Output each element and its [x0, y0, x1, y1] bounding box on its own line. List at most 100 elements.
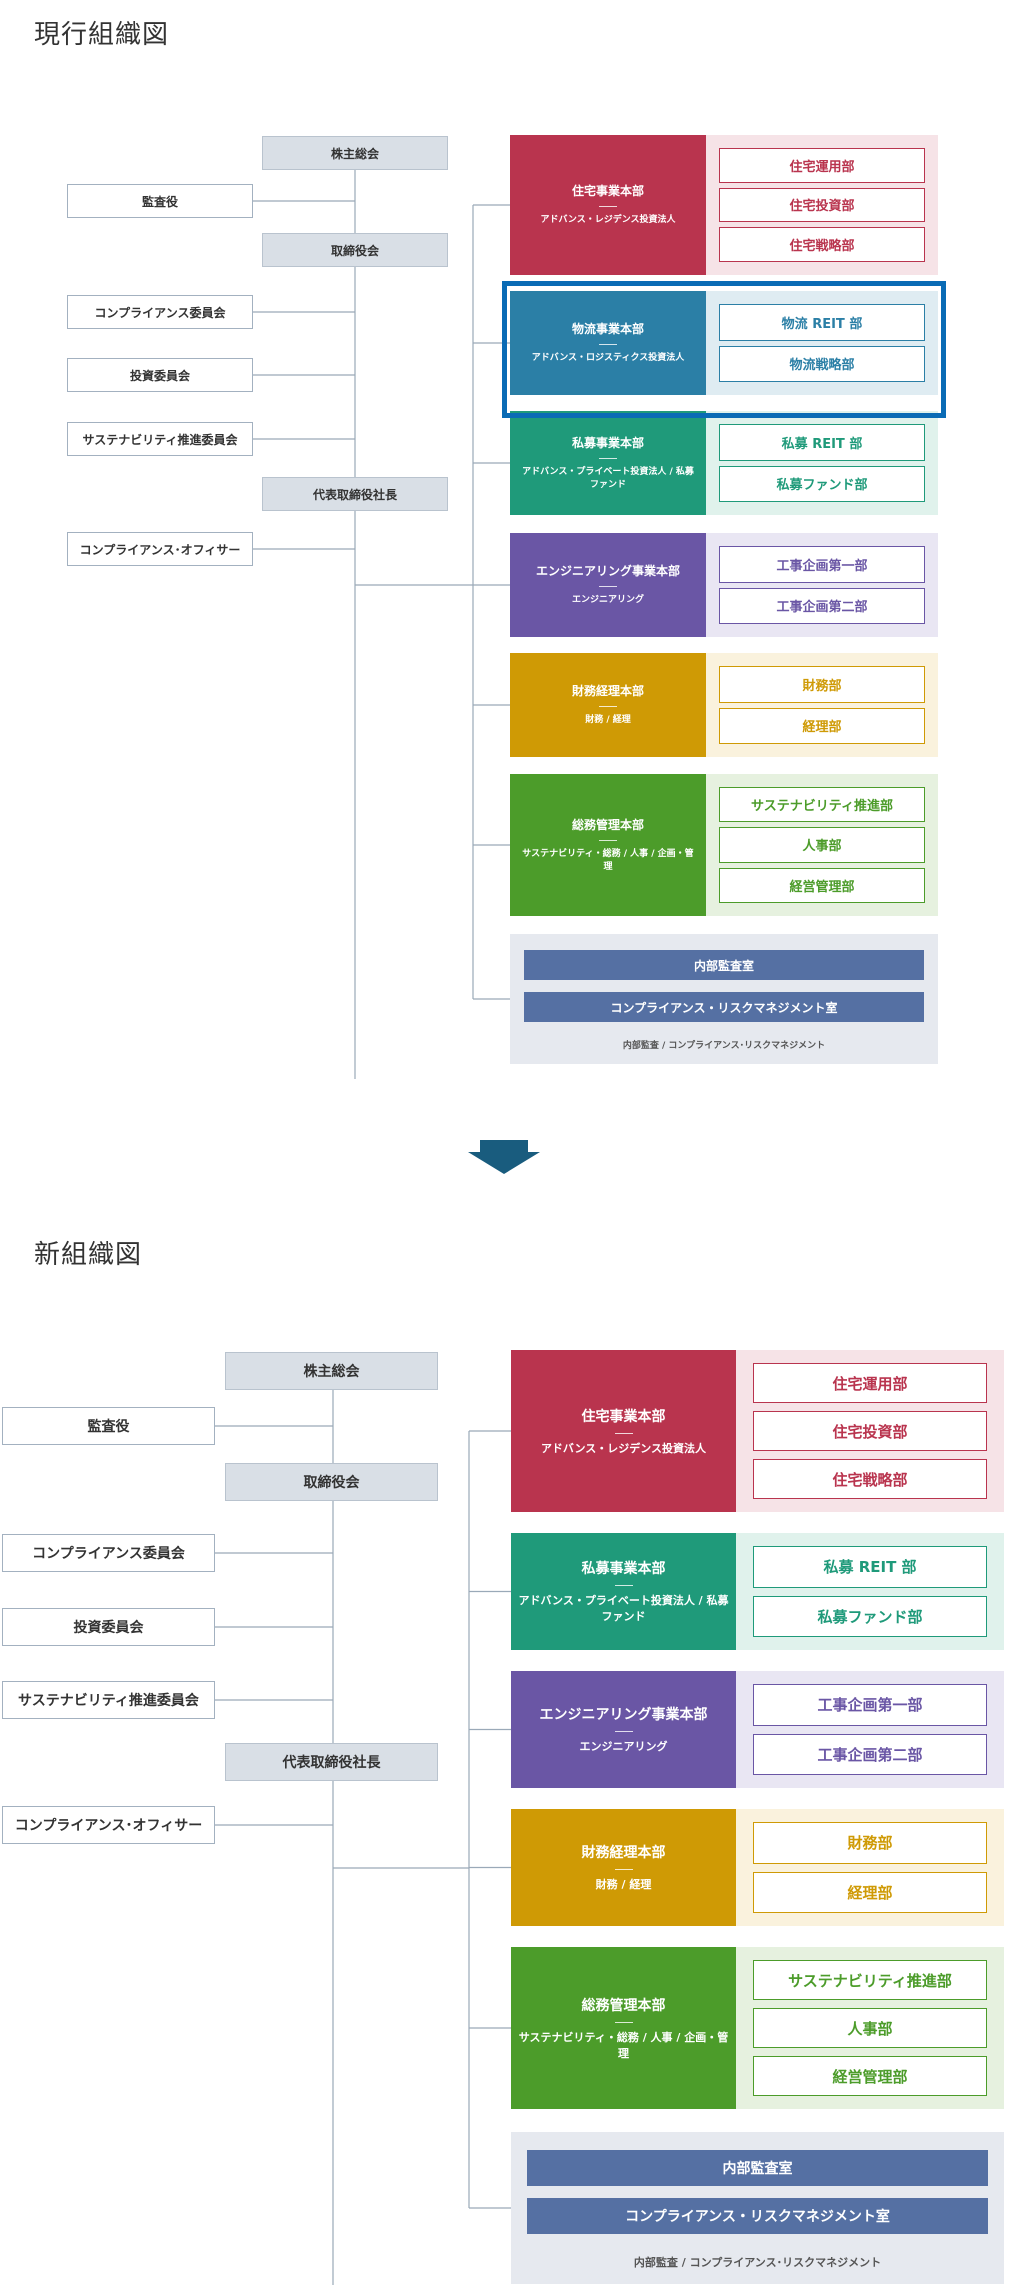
division-header: 総務管理本部サステナビリティ・総務 / 人事 / 企画・管理 — [510, 774, 706, 916]
division-block: エンジニアリング事業本部エンジニアリング工事企画第一部工事企画第二部 — [511, 1671, 1004, 1788]
division-block: 総務管理本部サステナビリティ・総務 / 人事 / 企画・管理サステナビリティ推進… — [510, 774, 938, 916]
current-chart-title: 現行組織図 — [34, 20, 170, 50]
department-box: 私募ファンド部 — [719, 465, 925, 502]
department-box: 工事企画第二部 — [719, 587, 925, 624]
division-subtitle: 財務 / 経理 — [585, 715, 631, 726]
division-separator — [614, 1585, 633, 1587]
division-block: 私募事業本部アドバンス・プライベート投資法人 / 私募ファンド私募 REIT 部… — [510, 411, 938, 515]
division-header: 財務経理本部財務 / 経理 — [510, 653, 706, 757]
division-dept-panel: サステナビリティ推進部人事部経営管理部 — [706, 774, 938, 916]
department-box: 住宅投資部 — [753, 1411, 987, 1451]
audit-block: 内部監査室コンプライアンス・リスクマネジメント室内部監査 / コンプライアンス･… — [510, 934, 938, 1064]
president-box: 代表取締役社長 — [262, 477, 448, 511]
division-subtitle: アドバンス・レジデンス投資法人 — [540, 1441, 707, 1455]
department-box: 財務部 — [753, 1822, 987, 1864]
division-dept-panel: 物流 REIT 部物流戦略部 — [706, 291, 938, 395]
compliance-risk-office: コンプライアンス・リスクマネジメント室 — [524, 992, 924, 1022]
audit-note: 内部監査 / コンプライアンス･リスクマネジメント — [622, 1041, 826, 1051]
compliance-committee-box: コンプライアンス委員会 — [2, 1534, 215, 1572]
division-subtitle: サステナビリティ・総務 / 人事 / 企画・管理 — [518, 2030, 729, 2060]
division-separator — [614, 2021, 633, 2023]
department-box: 住宅戦略部 — [719, 227, 925, 262]
division-name: エンジニアリング事業本部 — [535, 564, 680, 579]
division-name: 住宅事業本部 — [571, 184, 644, 199]
division-separator — [599, 586, 617, 588]
audit-block: 内部監査室コンプライアンス・リスクマネジメント室内部監査 / コンプライアンス･… — [511, 2132, 1004, 2284]
department-box: 工事企画第二部 — [753, 1733, 987, 1775]
division-subtitle: サステナビリティ・総務 / 人事 / 企画・管理 — [522, 848, 694, 872]
division-name: 財務経理本部 — [571, 684, 644, 699]
division-header: 財務経理本部財務 / 経理 — [511, 1809, 736, 1926]
department-box: 住宅運用部 — [753, 1363, 987, 1403]
division-name: 財務経理本部 — [581, 1845, 666, 1862]
department-box: 私募 REIT 部 — [719, 424, 925, 461]
division-separator — [614, 1731, 633, 1733]
department-box: 人事部 — [753, 2008, 987, 2048]
internal-audit-office: 内部監査室 — [527, 2150, 988, 2186]
division-dept-panel: 財務部経理部 — [736, 1809, 1004, 1926]
department-box: 住宅投資部 — [719, 187, 925, 223]
division-separator — [614, 1432, 633, 1434]
division-block: 財務経理本部財務 / 経理財務部経理部 — [511, 1809, 1004, 1926]
division-subtitle: アドバンス・プライベート投資法人 / 私募ファンド — [522, 466, 694, 490]
division-separator — [599, 206, 617, 208]
division-block: 私募事業本部アドバンス・プライベート投資法人 / 私募ファンド私募 REIT 部… — [511, 1533, 1004, 1650]
auditor-box: 監査役 — [67, 184, 253, 218]
division-dept-panel: 住宅運用部住宅投資部住宅戦略部 — [706, 135, 938, 275]
department-box: 住宅運用部 — [719, 148, 925, 183]
new-org-chart: 株主総会取締役会代表取締役社長監査役コンプライアンス委員会投資委員会サステナビリ… — [0, 1300, 1009, 2285]
department-box: 人事部 — [719, 827, 925, 863]
division-block: 総務管理本部サステナビリティ・総務 / 人事 / 企画・管理サステナビリティ推進… — [511, 1947, 1004, 2109]
division-header: エンジニアリング事業本部エンジニアリング — [511, 1671, 736, 1788]
department-box: 経理部 — [753, 1871, 987, 1913]
division-dept-panel: 財務部経理部 — [706, 653, 938, 757]
department-box: 住宅戦略部 — [753, 1459, 987, 1499]
department-box: 工事企画第一部 — [719, 546, 925, 583]
division-name: 私募事業本部 — [571, 435, 644, 450]
division-block: エンジニアリング事業本部エンジニアリング工事企画第一部工事企画第二部 — [510, 533, 938, 637]
current-org-chart: 株主総会取締役会代表取締役社長 監査役コンプライアンス委員会投資委員会サステナビリ… — [0, 0, 1009, 1080]
division-subtitle: エンジニアリング — [571, 595, 644, 606]
department-box: 経営管理部 — [753, 2056, 987, 2096]
division-header: 総務管理本部サステナビリティ・総務 / 人事 / 企画・管理 — [511, 1947, 736, 2109]
auditor-box: 監査役 — [2, 1407, 215, 1445]
shareholders-box: 株主総会 — [262, 136, 448, 170]
division-dept-panel: 工事企画第一部工事企画第二部 — [736, 1671, 1004, 1788]
division-name: 物流事業本部 — [571, 322, 644, 337]
division-header: 私募事業本部アドバンス・プライベート投資法人 / 私募ファンド — [511, 1533, 736, 1650]
compliance-risk-office: コンプライアンス・リスクマネジメント室 — [527, 2198, 988, 2234]
division-subtitle: 財務 / 経理 — [595, 1878, 652, 1892]
division-block: 住宅事業本部アドバンス・レジデンス投資法人住宅運用部住宅投資部住宅戦略部 — [511, 1350, 1004, 1512]
division-dept-panel: 私募 REIT 部私募ファンド部 — [706, 411, 938, 515]
division-block: 物流事業本部アドバンス・ロジスティクス投資法人物流 REIT 部物流戦略部 — [510, 291, 938, 395]
investment-committee-box: 投資委員会 — [67, 358, 253, 392]
board-box: 取締役会 — [225, 1463, 438, 1501]
department-box: サステナビリティ推進部 — [753, 1960, 987, 2000]
division-separator — [599, 839, 617, 841]
compliance-committee-box: コンプライアンス委員会 — [67, 295, 253, 329]
division-header: 住宅事業本部アドバンス・レジデンス投資法人 — [511, 1350, 736, 1512]
department-box: 私募 REIT 部 — [753, 1546, 987, 1588]
division-name: 総務管理本部 — [581, 1997, 666, 2014]
transition-arrow-icon — [468, 1140, 540, 1174]
board-box: 取締役会 — [262, 233, 448, 267]
division-header: 私募事業本部アドバンス・プライベート投資法人 / 私募ファンド — [510, 411, 706, 515]
department-box: 物流 REIT 部 — [719, 304, 925, 341]
shareholders-box: 株主総会 — [225, 1352, 438, 1390]
department-box: 財務部 — [719, 666, 925, 703]
division-dept-panel: 住宅運用部住宅投資部住宅戦略部 — [736, 1350, 1004, 1512]
division-block: 財務経理本部財務 / 経理財務部経理部 — [510, 653, 938, 757]
department-box: 私募ファンド部 — [753, 1595, 987, 1637]
division-name: 総務管理本部 — [571, 817, 644, 832]
division-separator — [599, 344, 617, 346]
division-subtitle: アドバンス・ロジスティクス投資法人 — [531, 353, 685, 364]
division-subtitle: アドバンス・プライベート投資法人 / 私募ファンド — [518, 1594, 729, 1623]
division-header: エンジニアリング事業本部エンジニアリング — [510, 533, 706, 637]
changed-division-highlight — [502, 281, 946, 418]
division-header: 物流事業本部アドバンス・ロジスティクス投資法人 — [510, 291, 706, 395]
compliance-officer-box: コンプライアンス･オフィサー — [2, 1806, 215, 1844]
division-block: 住宅事業本部アドバンス・レジデンス投資法人住宅運用部住宅投資部住宅戦略部 — [510, 135, 938, 275]
department-box: 経営管理部 — [719, 867, 925, 903]
department-box: サステナビリティ推進部 — [719, 787, 925, 823]
division-dept-panel: 私募 REIT 部私募ファンド部 — [736, 1533, 1004, 1650]
